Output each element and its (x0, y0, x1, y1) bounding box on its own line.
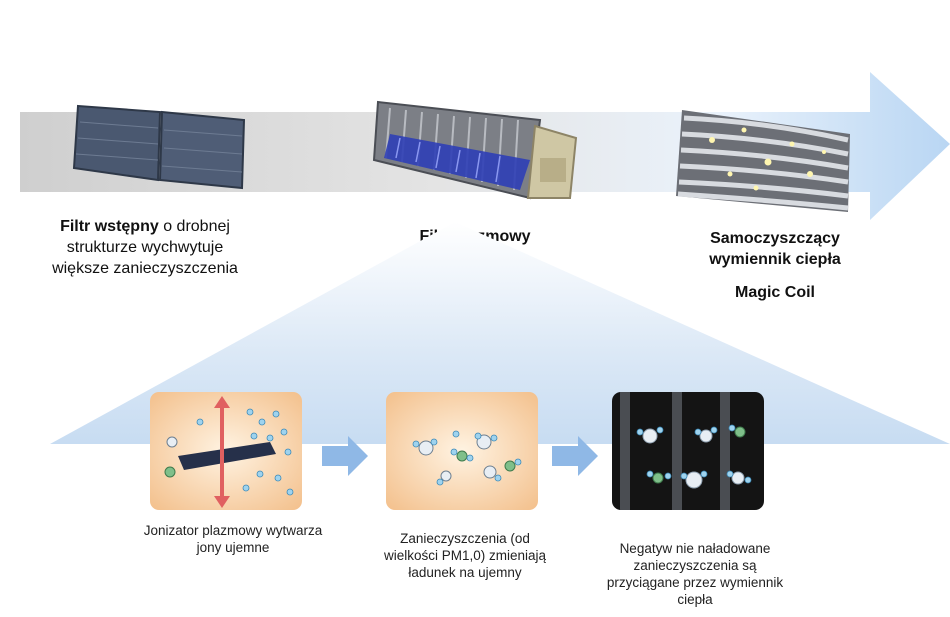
step2-caption-1: Zanieczyszczenia (od (400, 531, 530, 546)
magic-coil-image (676, 110, 850, 212)
prefilter-title: Filtr wstępny (60, 218, 159, 235)
coil-attraction-panel (612, 392, 764, 510)
step2-caption-3: ładunek na ujemny (408, 565, 522, 580)
step1-caption: Jonizator plazmowy wytwarza jony ujemne (118, 522, 348, 556)
prefilter-description: Filtr wstępny o drobnej strukturze wychw… (30, 216, 260, 279)
prefilter-image (72, 104, 246, 190)
coil-description: Samoczyszczący wymiennik ciepła Magic Co… (680, 228, 870, 303)
step1-caption-1: Jonizator plazmowy wytwarza (143, 523, 323, 538)
step3-caption: Negatyw nie naładowane zanieczyszczenia … (590, 540, 800, 608)
step1-caption-2: jony ujemne (196, 540, 270, 555)
flow-arrow-1 (322, 436, 368, 476)
step3-caption-4: ciepła (677, 592, 713, 607)
coil-title-1: Samoczyszczący (710, 230, 840, 247)
coil-title-2: wymiennik ciepła (709, 251, 841, 268)
coil-subtitle: Magic Coil (734, 284, 815, 301)
ionizer-panel (150, 392, 302, 510)
prefilter-text-2: strukturze wychwytuje (66, 239, 224, 256)
step3-caption-1: Negatyw nie naładowane (619, 541, 771, 556)
step3-caption-2: zanieczyszczenia są (633, 558, 757, 573)
step3-caption-3: przyciągane przez wymiennik (606, 575, 784, 590)
prefilter-text-3: większe zanieczyszczenia (52, 260, 238, 277)
flow-arrow-2 (552, 436, 598, 476)
step2-caption-2: wielkości PM1,0) zmieniają (383, 548, 547, 563)
zoom-cone (50, 222, 950, 444)
prefilter-text-1: o drobnej (158, 218, 230, 235)
step2-caption: Zanieczyszczenia (od wielkości PM1,0) zm… (365, 530, 565, 581)
plasma-filter-image (372, 100, 578, 200)
charging-panel (386, 392, 538, 510)
